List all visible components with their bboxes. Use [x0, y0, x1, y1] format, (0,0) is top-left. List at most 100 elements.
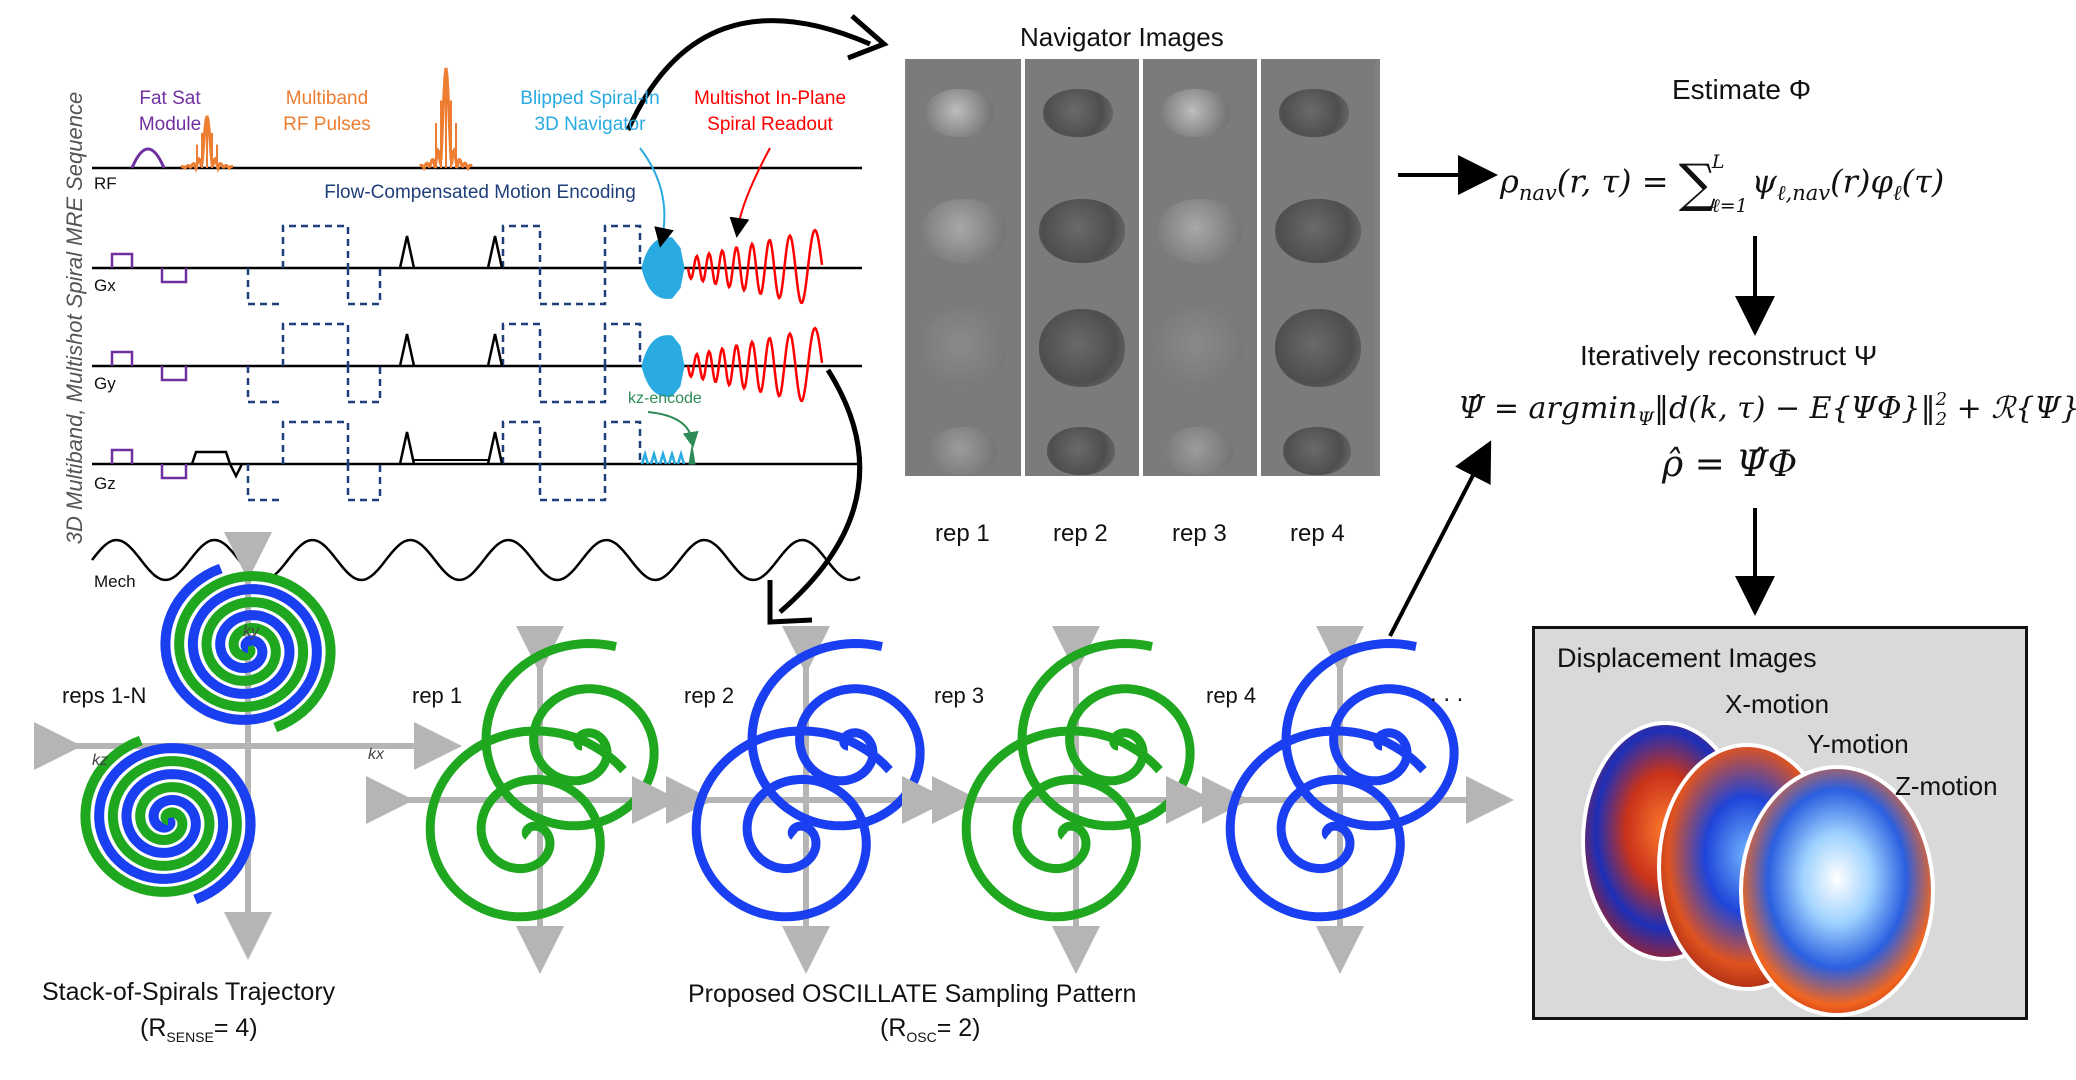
recon-eq1-sub2: 2: [1935, 409, 1948, 430]
recon-eq1-sup2: 2: [1935, 389, 1948, 410]
estimate-sum-bottom: ℓ=1: [1711, 195, 1748, 217]
kz-blip-0: [640, 449, 650, 465]
osc-spiral-lower-2: [691, 726, 893, 922]
osc-rep-4: rep 4: [1206, 683, 1257, 708]
fat-sat-label: Fat Sat Module: [110, 86, 230, 138]
curve-arrow-top-head: [847, 14, 889, 61]
flow-lobe-f-2: [603, 420, 642, 464]
estimate-term-sub: ℓ,nav: [1776, 180, 1831, 205]
navigator-slice-image: [1157, 309, 1243, 387]
osc-spiral-lower-1: [425, 726, 627, 922]
navigator-slice-image: [925, 89, 995, 137]
fat-sat-text: Fat Sat Module: [138, 88, 202, 135]
spoiler-a-1: [398, 333, 416, 367]
flow-lobe-d-0: [501, 224, 542, 268]
navigator-rep-1: rep 1: [935, 520, 990, 547]
channel-label-gz: Gz: [94, 474, 116, 493]
navigator-column-1: [907, 59, 1021, 476]
recon-eq1-rest: ‖d(k, τ) − E{ΨΦ}‖: [1653, 391, 1936, 426]
displacement-title: Displacement Images: [1557, 643, 1817, 673]
navigator-column-3: [1143, 59, 1257, 476]
multiband-pulse-2: [419, 67, 473, 172]
navigator-waveform-1: [641, 335, 685, 397]
navigator-slice-image: [1283, 427, 1351, 475]
flow-lobe-b-0: [246, 268, 283, 306]
estimate-term: ψ: [1751, 162, 1777, 201]
spoiler-a-0: [398, 235, 416, 269]
navigator-slice-image: [1039, 199, 1125, 263]
navigator-slice-image: [1157, 199, 1243, 263]
channel-label-gx: Gx: [94, 276, 116, 295]
arrow-to-reconstruct-from-sampling: [1388, 440, 1492, 637]
navigator-rep-2: rep 2: [1053, 520, 1108, 547]
navigator-slice-image: [921, 309, 1007, 387]
fatsat-grad-down-1: [160, 366, 188, 382]
z-motion-label: Z-motion: [1895, 771, 1998, 801]
flow-lobe-a-0: [281, 224, 350, 268]
osc-ellipsis: . . .: [1430, 680, 1464, 707]
kz-pointer: [647, 411, 699, 448]
spoiler-a-2: [398, 431, 416, 465]
fatsat-grad-up-2: [110, 448, 134, 464]
flow-lobe-e-1: [538, 366, 607, 404]
gz-slice-select: [190, 450, 244, 479]
r-sense-prefix: (R: [140, 1014, 167, 1042]
estimate-sum-top: L: [1711, 151, 1725, 173]
flow-lobe-c-2: [346, 464, 382, 502]
readout-pointer: [729, 147, 771, 238]
navigator-column-4: [1261, 59, 1375, 476]
navigator-separator-0: [1021, 59, 1025, 476]
navigator-slice-image: [1161, 89, 1231, 137]
estimate-term2-sub: ℓ: [1892, 180, 1902, 205]
kz-encode-pulse: [688, 445, 696, 465]
readout-waveform-0: [686, 228, 824, 305]
multiband-label: Multiband RF Pulses: [262, 86, 392, 138]
flow-lobe-e-2: [538, 464, 607, 502]
x-motion-label: X-motion: [1725, 689, 1830, 719]
r-osc-prefix: (R: [880, 1014, 907, 1042]
flow-comp-label: Flow-Compensated Motion Encoding: [324, 182, 636, 203]
estimate-lhs-args: (r, τ) =: [1556, 162, 1669, 201]
flow-lobe-a-1: [281, 322, 350, 366]
channel-label-gy: Gy: [94, 374, 116, 393]
navigator-slice-image: [1047, 427, 1115, 475]
fatsat-grad-down-2: [160, 464, 188, 480]
r-sense-suffix: = 4): [213, 1014, 258, 1042]
fatsat-grad-down-0: [160, 268, 188, 284]
navigator-rep-3: rep 3: [1172, 520, 1227, 547]
channel-label-rf: RF: [94, 174, 117, 193]
flow-lobe-e-0: [538, 268, 607, 306]
kz-blip-2: [658, 449, 668, 465]
blipped-text: Blipped Spiral-In 3D Navigator: [520, 88, 660, 135]
navigator-slice-image: [1275, 309, 1361, 387]
navigator-slice-image: [1275, 199, 1361, 263]
osc-spiral-lower-4: [1225, 726, 1427, 922]
recon-eq1-end: + ℛ{Ψ}: [1947, 391, 2076, 426]
r-osc-sub: OSC: [906, 1029, 937, 1045]
kz-axis-label: kz: [92, 752, 108, 769]
estimate-term-args: (r)φ: [1830, 162, 1893, 201]
navigator-waveform-0: [641, 237, 685, 299]
channel-label-mech: Mech: [94, 572, 136, 591]
stack-spiral-bottom-green: [80, 735, 242, 897]
curve-arrow-bottom-head: [767, 580, 813, 625]
oscillate-caption: Proposed OSCILLATE Sampling Pattern: [688, 980, 1137, 1008]
navigator-separator-2: [1257, 59, 1261, 476]
mech-waveform: [91, 538, 861, 582]
kz-blip-3: [667, 449, 677, 465]
flow-lobe-d-2: [501, 420, 542, 464]
estimate-sum: ∑: [1678, 153, 1716, 214]
y-motion-label: Y-motion: [1807, 729, 1909, 759]
spoiler-b-1: [486, 333, 504, 367]
r-sense-sub: SENSE: [166, 1029, 214, 1045]
ky-axis-label: ky: [243, 623, 259, 640]
osc-rep-1: rep 1: [412, 683, 463, 708]
estimate-term2-args: (τ): [1901, 162, 1945, 201]
reconstruct-title: Iteratively reconstruct Ψ: [1580, 340, 1878, 371]
multiband-text: Multiband RF Pulses: [283, 88, 371, 135]
stack-spiral-top-blue: [160, 563, 322, 725]
navigator-pointer: [639, 147, 674, 248]
